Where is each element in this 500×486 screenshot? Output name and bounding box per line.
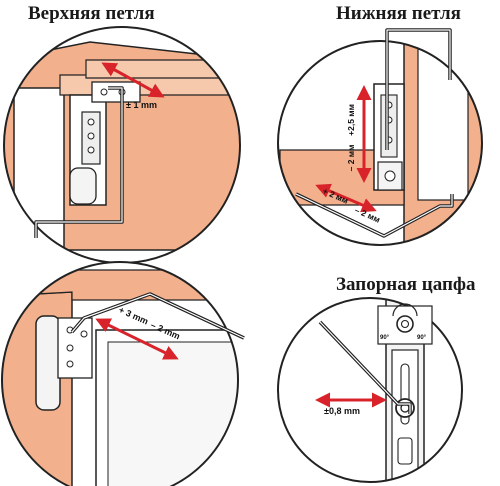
side-hinge-panel: + 3 mm – 2 mm (1, 261, 245, 486)
lock-pin-angle-left-label: 90° (380, 335, 390, 341)
bottom-hinge-title: Нижняя петля (336, 3, 461, 24)
lock-pin-rotation-arc (392, 303, 418, 317)
lock-pin-title: Запорная цапфа (336, 274, 476, 295)
lock-pin-angle-right-label: 90° (417, 335, 427, 341)
bottom-hinge-circle (277, 40, 483, 246)
bottom-hinge-horizontal-arrow (315, 183, 377, 213)
top-hinge-panel: ± 1 mm (3, 26, 241, 264)
side-hinge-adjust-arrow (95, 318, 179, 360)
bottom-hinge-panel: +2,5 мм – 2 мм + 2 мм – 2 мм (277, 28, 483, 246)
top-hinge-title: Верхняя петля (28, 3, 155, 24)
top-hinge-scissor-arm (91, 81, 141, 103)
top-hinge-window-glass (13, 87, 65, 263)
top-hinge-adjust-arrow (101, 62, 165, 98)
bottom-hinge-vertical-minus-label: – 2 мм (346, 145, 356, 172)
lock-pin-panel: 90° 90° ±0,8 mm (277, 297, 463, 483)
side-hinge-barrel (35, 315, 61, 411)
bottom-hinge-vertical-plus-label: +2,5 мм (346, 104, 356, 136)
top-hinge-adjust-label: ± 1 mm (126, 100, 157, 110)
lock-pin-adjust-label: ±0,8 mm (324, 406, 360, 416)
side-hinge-circle (1, 261, 239, 486)
lock-pin-circle (277, 297, 463, 483)
